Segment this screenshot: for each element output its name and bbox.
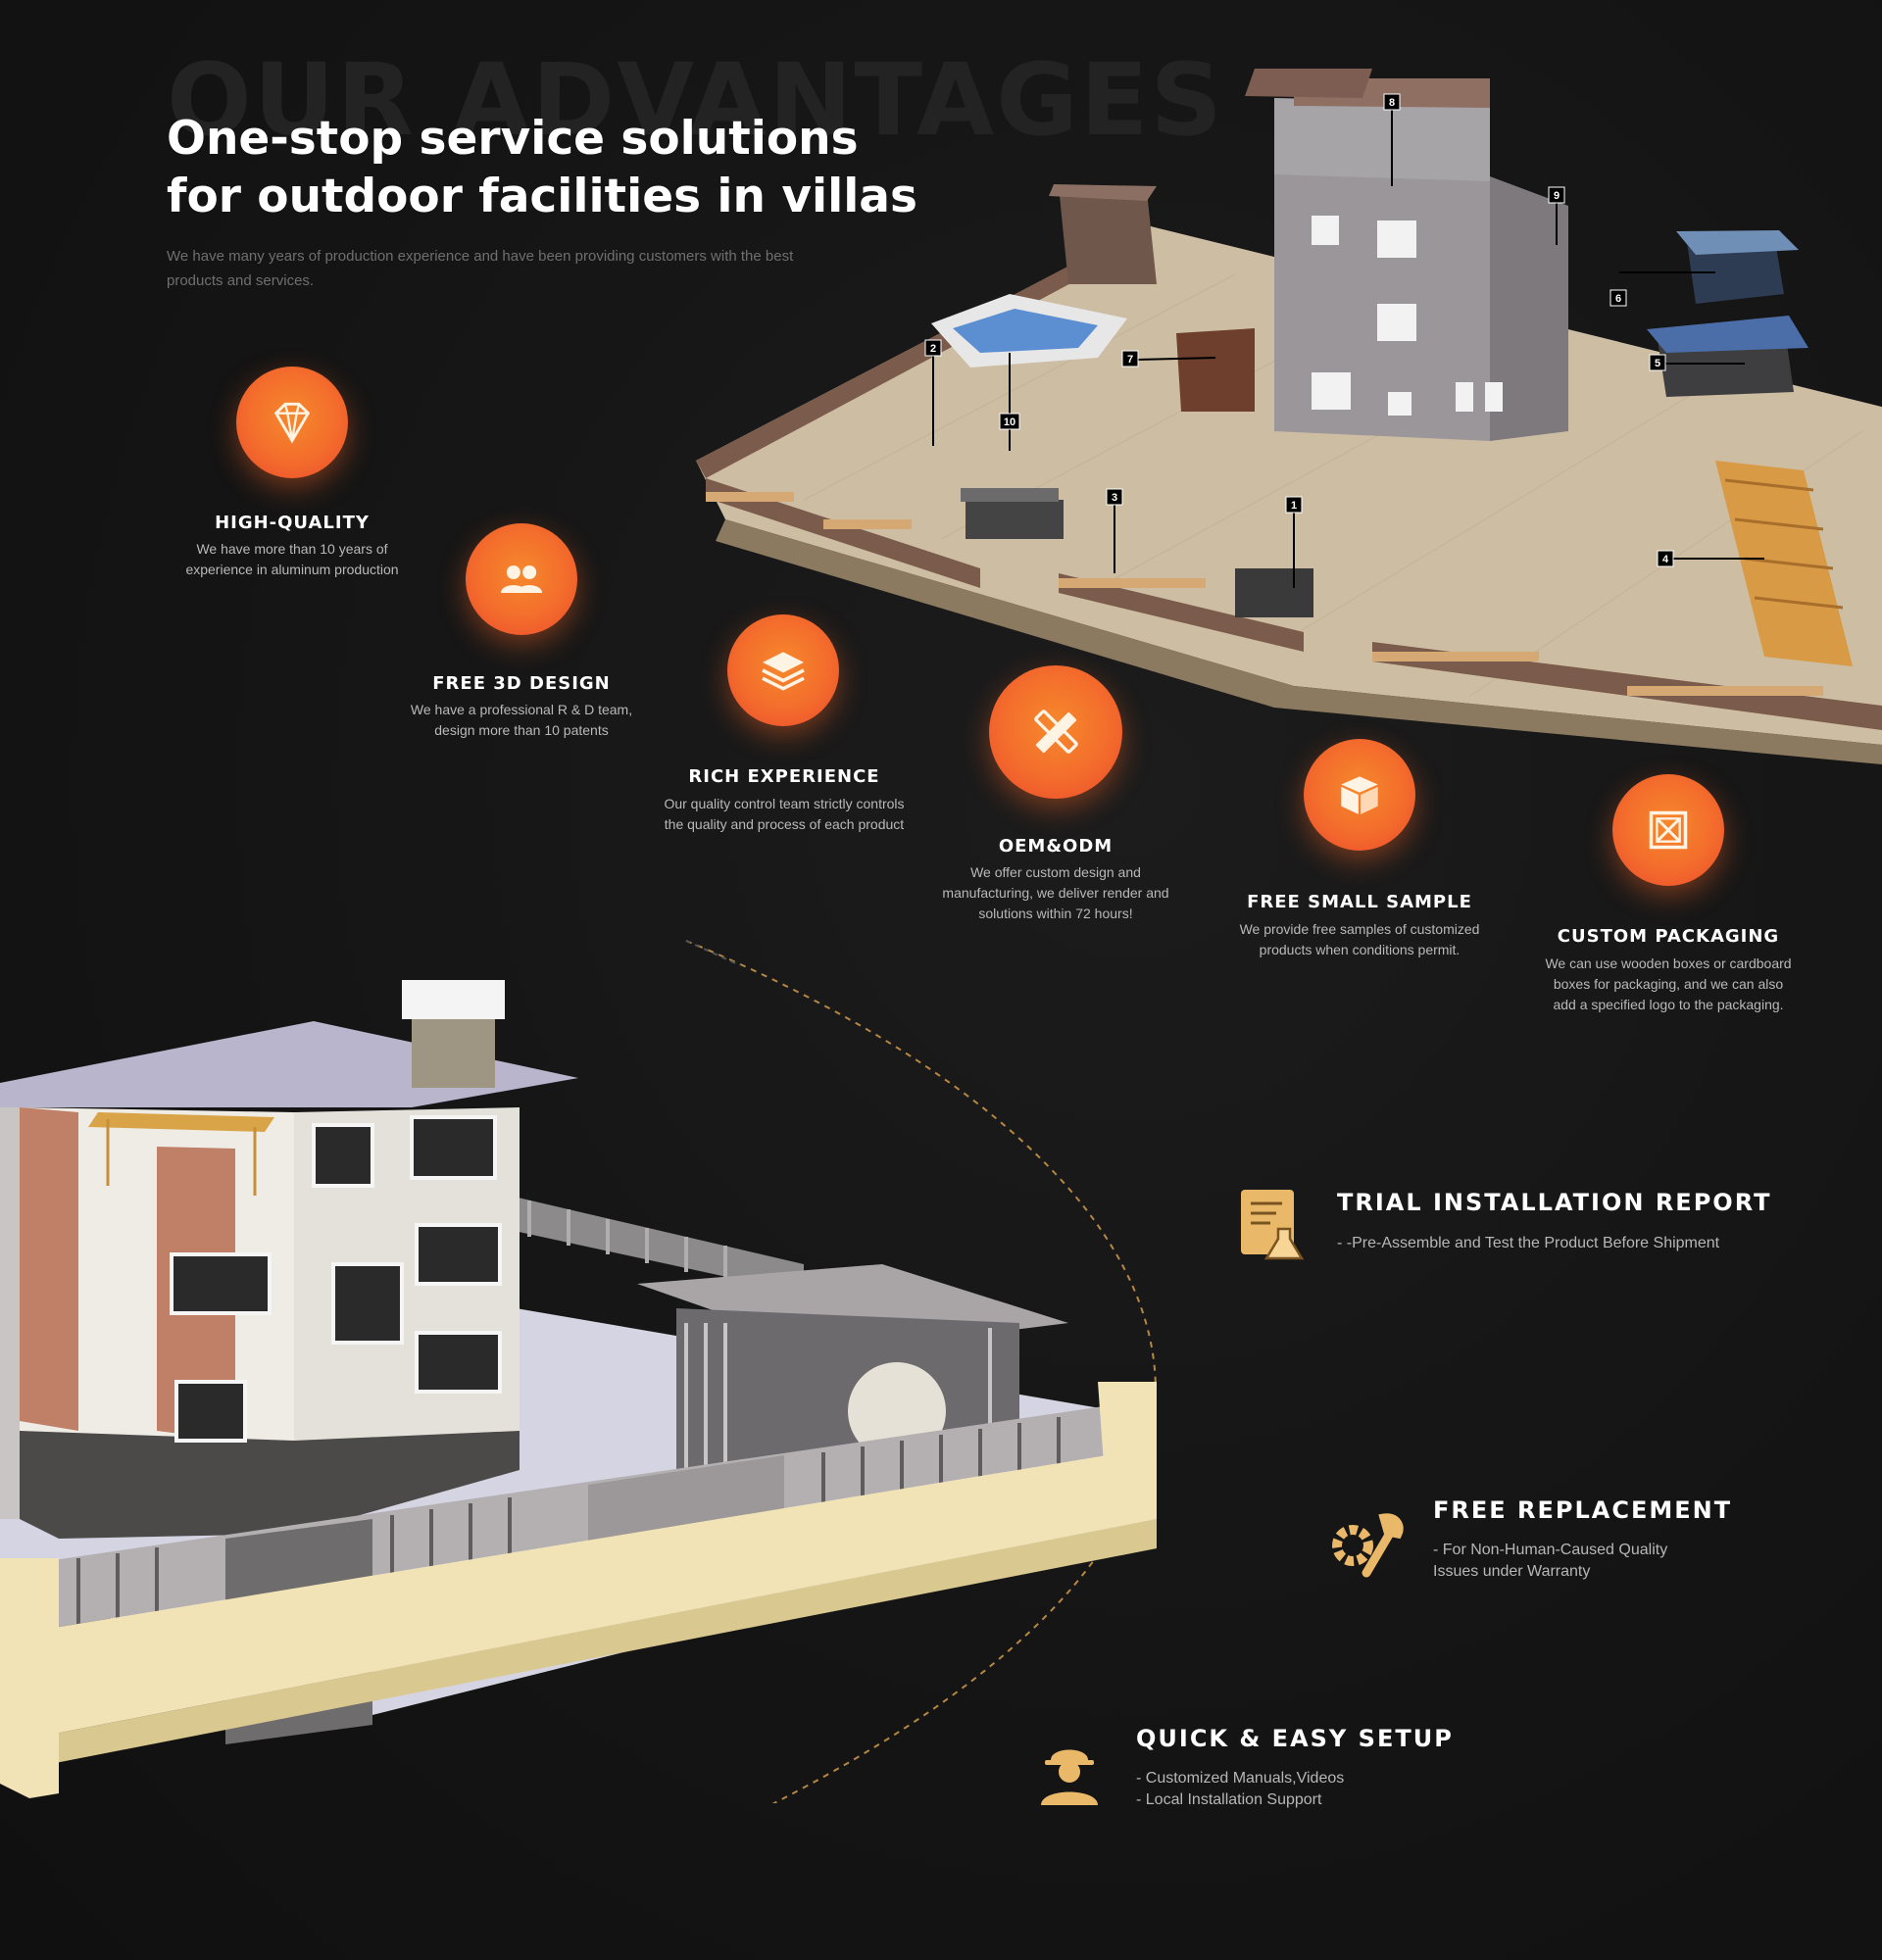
- diamond-icon: [236, 367, 348, 478]
- svg-text:9: 9: [1554, 190, 1560, 202]
- advantage-free-small-sample: [1304, 739, 1415, 851]
- svg-text:1: 1: [1291, 500, 1297, 512]
- plan-tag-5: 5: [1649, 354, 1666, 371]
- dashed-curve-decoration: [685, 940, 1157, 1803]
- page-title: One-stop service solutions for outdoor f…: [167, 110, 970, 225]
- service-desc: - -Pre-Assemble and Test the Product Bef…: [1337, 1233, 1808, 1254]
- advantage-desc: We can use wooden boxes or cardboard box…: [1545, 956, 1792, 1012]
- advantage-title: FREE 3D DESIGN: [432, 673, 611, 694]
- service-desc-line: - -Pre-Assemble and Test the Product Bef…: [1337, 1235, 1720, 1251]
- service-desc: - For Non-Human-Caused Quality Issues un…: [1433, 1540, 1786, 1583]
- svg-text:10: 10: [1004, 416, 1015, 428]
- advantage-custom-packaging: [1612, 774, 1724, 886]
- plan-tag-6: 6: [1610, 289, 1627, 307]
- service-title: QUICK & EASY SETUP: [1136, 1725, 1454, 1752]
- plan-tag-3: 3: [1106, 488, 1123, 506]
- advantage-desc: Our quality control team strictly contro…: [664, 796, 905, 832]
- advantage-title: FREE SMALL SAMPLE: [1247, 892, 1472, 912]
- svg-text:8: 8: [1389, 97, 1395, 109]
- service-title: TRIAL INSTALLATION REPORT: [1337, 1189, 1772, 1216]
- villa-exterior-illustration: [0, 980, 1157, 1798]
- advantage-oem-odm: [989, 665, 1122, 799]
- pencil-ruler-icon: [989, 665, 1122, 799]
- service-title: FREE REPLACEMENT: [1433, 1496, 1733, 1524]
- service-desc-line: - For Non-Human-Caused Quality: [1433, 1542, 1668, 1558]
- advantage-desc: We provide free samples of customized pr…: [1239, 921, 1480, 957]
- svg-text:5: 5: [1655, 358, 1660, 369]
- box-icon: [1304, 739, 1415, 851]
- plan-tag-1: 1: [1285, 496, 1303, 514]
- title-line-1: One-stop service solutions: [167, 112, 859, 166]
- advantage-title: CUSTOM PACKAGING: [1557, 926, 1780, 947]
- svg-text:2: 2: [930, 343, 936, 355]
- section-watermark: OUR ADVANTAGES: [167, 42, 1224, 159]
- svg-text:3: 3: [1112, 492, 1117, 504]
- svg-text:4: 4: [1662, 554, 1669, 565]
- advantage-desc: We have more than 10 years of experience…: [185, 541, 399, 577]
- advantage-title: HIGH-QUALITY: [215, 513, 370, 533]
- advantage-rich-experience: [727, 614, 839, 726]
- plan-tag-7: 7: [1121, 350, 1139, 368]
- villa-floorplan-illustration: 1 2 3 4 5 6 7 8 9 10: [696, 69, 1882, 764]
- advantage-desc: We offer custom design and manufacturing…: [942, 864, 1169, 921]
- worker-icon: [1033, 1735, 1106, 1807]
- report-flask-icon: [1237, 1186, 1308, 1264]
- page-subtitle: We have many years of production experie…: [167, 248, 794, 289]
- plan-tag-10: 10: [999, 413, 1020, 430]
- advantage-free-3d-design: [466, 523, 577, 635]
- advantage-title: OEM&ODM: [998, 836, 1114, 857]
- advantage-title: RICH EXPERIENCE: [688, 766, 880, 787]
- service-desc-line: Issues under Warranty: [1433, 1563, 1591, 1580]
- plan-tag-4: 4: [1657, 550, 1674, 567]
- plan-tag-8: 8: [1383, 93, 1401, 111]
- team-icon: [466, 523, 577, 635]
- service-desc: - Customized Manuals,Videos - Local Inst…: [1136, 1768, 1489, 1811]
- title-line-2: for outdoor facilities in villas: [167, 170, 917, 223]
- plan-tag-9: 9: [1548, 186, 1565, 204]
- plan-tag-2: 2: [924, 339, 942, 357]
- crate-icon: [1612, 774, 1724, 886]
- service-desc-line: - Local Installation Support: [1136, 1791, 1322, 1808]
- advantage-high-quality: [236, 367, 348, 478]
- svg-text:6: 6: [1615, 293, 1621, 305]
- service-desc-line: - Customized Manuals,Videos: [1136, 1770, 1345, 1787]
- advantage-desc: We have a professional R & D team, desig…: [410, 702, 633, 738]
- layers-icon: [727, 614, 839, 726]
- gear-wrench-icon: [1323, 1504, 1404, 1585]
- svg-text:7: 7: [1127, 354, 1133, 366]
